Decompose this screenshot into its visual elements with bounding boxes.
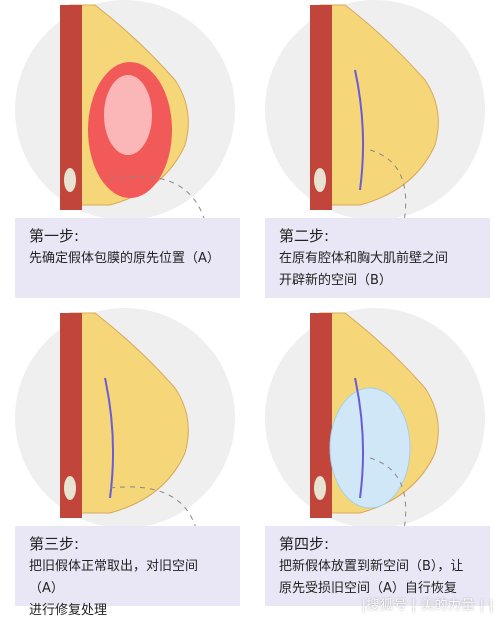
watermark: |搜狐号 | 美的力量 | | [361,598,494,613]
rib [64,168,76,192]
step-title: 第三步: [29,535,80,553]
old-space-line [354,377,365,499]
step-4-caption: 第四步: 把新假体放置到新空间（B），让 原先受损旧空间（A）自行恢复 [265,526,490,606]
repaired-space-line [104,377,115,499]
step-3-panel: 第三步: 把旧假体正常取出，对旧空间（A） 进行修复处理 [0,308,250,618]
step-2-illustration [265,0,485,241]
chest-muscle [310,313,332,518]
step-3-caption: 第三步: 把旧假体正常取出，对旧空间（A） 进行修复处理 [15,526,240,618]
rib [314,476,326,500]
breast-fat [319,4,439,206]
new-implant [329,387,411,509]
step-4-illustration [265,308,485,549]
pointer-line [109,486,201,559]
step-4-panel: 第四步: 把新假体放置到新空间（B），让 原先受损旧空间（A）自行恢复 [250,308,500,616]
step-1-illustration [15,0,235,261]
new-space-line [354,69,365,191]
chest-muscle [60,5,82,210]
step-2-panel: 第二步: 在原有腔体和胸大肌前壁之间 开辟新的空间（B） [250,0,500,308]
step-1-caption: 第一步: 先确定假体包膜的原先位置（A） [15,218,240,298]
step-text: 把旧假体正常取出，对旧空间（A） 进行修复处理 [29,559,199,618]
step-3-illustration [15,308,235,559]
rib [64,476,76,500]
step-1-panel: 第一步: 先确定假体包膜的原先位置（A） [0,0,250,308]
chest-muscle [60,313,82,518]
step-title: 第四步: [279,535,330,553]
implant-highlight [104,75,152,155]
step-title: 第二步: [279,227,330,245]
rib [314,168,326,192]
breast-fat [69,312,189,514]
chest-muscle [310,5,332,210]
step-text: 先确定假体包膜的原先位置（A） [29,251,220,266]
step-text: 把新假体放置到新空间（B），让 原先受损旧空间（A）自行恢复 [279,559,464,596]
step-2-caption: 第二步: 在原有腔体和胸大肌前壁之间 开辟新的空间（B） [265,218,490,298]
step-title: 第一步: [29,227,80,245]
step-text: 在原有腔体和胸大肌前壁之间 开辟新的空间（B） [279,251,449,288]
